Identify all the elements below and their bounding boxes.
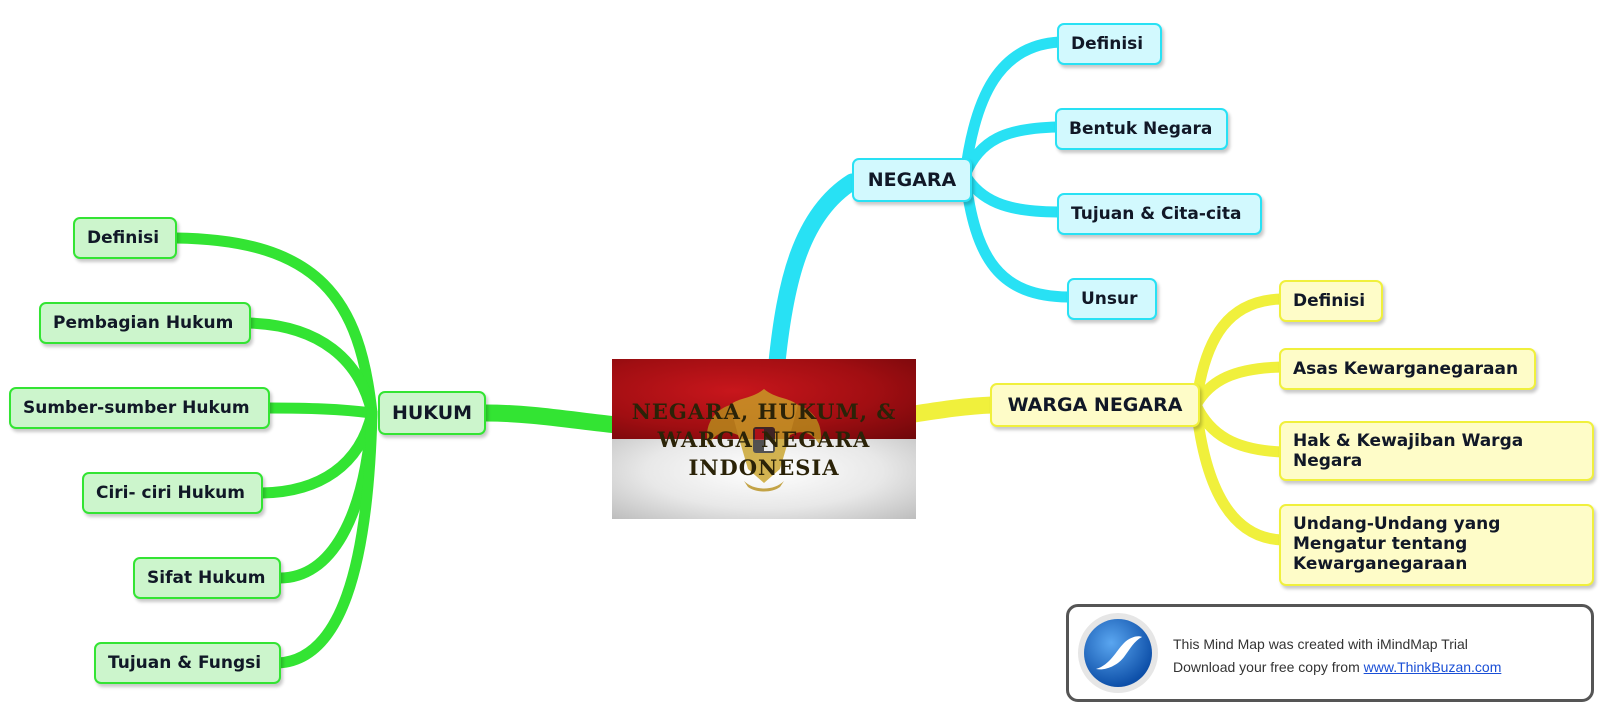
- node-label: Undang-Undang yang Mengatur tentang Kewa…: [1293, 514, 1501, 574]
- node-label: Tujuan & Fungsi: [108, 653, 262, 673]
- node-label: Definisi: [1293, 291, 1366, 311]
- branch-negara-bentuk: [959, 121, 1064, 181]
- trial-line-1: This Mind Map was created with iMindMap …: [1173, 636, 1468, 652]
- negara-child-unsur[interactable]: Unsur: [1067, 278, 1157, 320]
- warga-child-undang-undang[interactable]: Undang-Undang yang Mengatur tentang Kewa…: [1279, 504, 1594, 586]
- node-label: Hak & Kewajiban Warga Negara: [1293, 431, 1524, 471]
- branch-warga-definisi: [1190, 293, 1288, 411]
- trial-notice: This Mind Map was created with iMindMap …: [1066, 604, 1594, 702]
- branch-hukum-ciri: [256, 407, 378, 499]
- node-label: Bentuk Negara: [1069, 119, 1213, 139]
- branch-hukum-definisi: [170, 232, 378, 419]
- node-label: Pembagian Hukum: [53, 313, 234, 333]
- node-label: Sumber-sumber Hukum: [23, 398, 250, 418]
- node-label: Unsur: [1081, 289, 1138, 309]
- negara-child-definisi[interactable]: Definisi: [1057, 23, 1162, 65]
- branch-center-hukum: [477, 404, 625, 434]
- branch-center-warga: [905, 396, 1001, 423]
- warga-negara-node[interactable]: WARGA NEGARA: [990, 383, 1200, 427]
- node-label: Definisi: [87, 228, 160, 248]
- trial-text: This Mind Map was created with iMindMap …: [1173, 633, 1501, 679]
- branch-warga-asas: [1190, 361, 1288, 411]
- warga-negara-label: WARGA NEGARA: [1007, 394, 1183, 416]
- node-label: Asas Kewarganegaraan: [1293, 359, 1519, 379]
- node-label: Ciri- ciri Hukum: [96, 483, 245, 503]
- garuda-emblem-icon: [706, 389, 822, 492]
- branch-center-negara: [768, 173, 861, 371]
- warga-child-hak-kewajiban[interactable]: Hak & Kewajiban Warga Negara: [1279, 421, 1594, 481]
- trial-line-2: Download your free copy from www.ThinkBu…: [1173, 656, 1501, 679]
- central-topic[interactable]: NEGARA, HUKUM, & WARGA NEGARA INDONESIA: [612, 359, 916, 519]
- warga-child-definisi[interactable]: Definisi: [1279, 280, 1383, 322]
- trial-line-2-text: Download your free copy from: [1173, 659, 1364, 675]
- hukum-child-definisi[interactable]: Definisi: [73, 217, 177, 259]
- central-topic-title: NEGARA, HUKUM, & WARGA NEGARA INDONESIA: [631, 399, 897, 480]
- negara-label: NEGARA: [867, 169, 957, 191]
- branch-warga-uu: [1190, 399, 1288, 546]
- branch-warga-hak: [1190, 399, 1288, 458]
- imindmap-logo-icon: [1078, 613, 1158, 693]
- thinkbuzan-link[interactable]: www.ThinkBuzan.com: [1363, 659, 1502, 675]
- branch-negara-tujuan: [959, 169, 1064, 218]
- branch-hukum-pembagian: [242, 317, 378, 419]
- warga-child-asas-kewarganegaraan[interactable]: Asas Kewarganegaraan: [1279, 348, 1536, 390]
- negara-child-tujuan-cita-cita[interactable]: Tujuan & Cita-cita: [1057, 193, 1262, 235]
- branch-hukum-tujuan: [272, 407, 378, 669]
- node-label: Sifat Hukum: [147, 568, 266, 588]
- negara-node[interactable]: NEGARA: [852, 158, 972, 202]
- negara-child-bentuk-negara[interactable]: Bentuk Negara: [1055, 108, 1228, 150]
- branch-hukum-sumber: [262, 402, 378, 419]
- hukum-child-ciri-ciri-hukum[interactable]: Ciri- ciri Hukum: [82, 472, 263, 514]
- node-label: Tujuan & Cita-cita: [1071, 204, 1242, 224]
- hukum-child-sumber-sumber-hukum[interactable]: Sumber-sumber Hukum: [9, 387, 270, 429]
- hukum-label: HUKUM: [391, 402, 473, 424]
- node-label: Definisi: [1071, 34, 1144, 54]
- hukum-child-tujuan-fungsi[interactable]: Tujuan & Fungsi: [94, 642, 281, 684]
- hukum-child-sifat-hukum[interactable]: Sifat Hukum: [133, 557, 281, 599]
- branch-negara-definisi: [959, 36, 1066, 181]
- hukum-child-pembagian-hukum[interactable]: Pembagian Hukum: [39, 302, 251, 344]
- branch-negara-unsur: [959, 169, 1074, 303]
- hukum-node[interactable]: HUKUM: [378, 391, 486, 435]
